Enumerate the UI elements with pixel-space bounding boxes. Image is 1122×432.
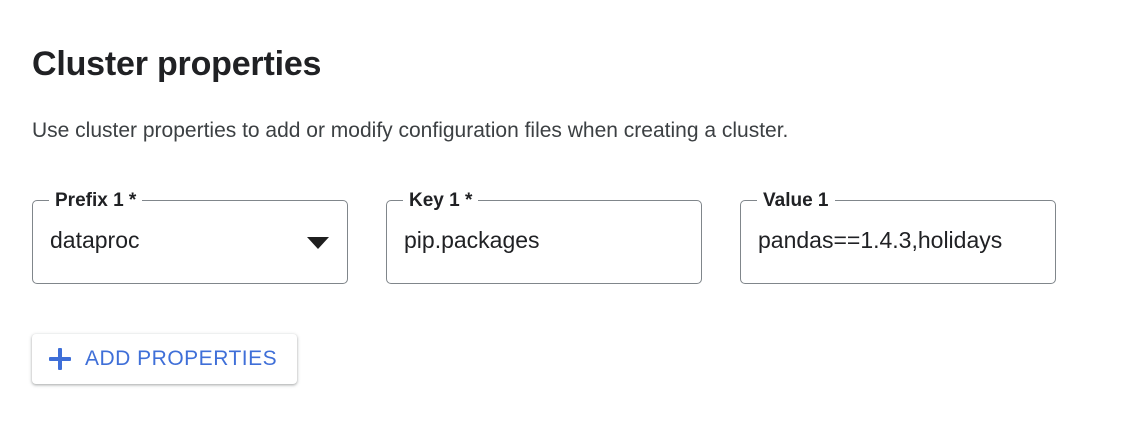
value-1-label: Value 1	[757, 190, 835, 212]
prefix-1-label: Prefix 1 *	[49, 190, 143, 212]
value-1-input[interactable]: Value 1 pandas==1.4.3,holidays	[740, 190, 1056, 284]
key-1-value: pip.packages	[404, 227, 540, 253]
add-properties-label: ADD PROPERTIES	[85, 347, 278, 370]
chevron-down-icon[interactable]	[307, 237, 329, 249]
properties-row: Prefix 1 * dataproc Key 1 * pip.packages…	[32, 190, 1056, 284]
add-properties-button[interactable]: ADD PROPERTIES	[32, 334, 298, 384]
prefix-1-select[interactable]: Prefix 1 * dataproc	[32, 190, 348, 284]
plus-icon	[49, 348, 71, 370]
value-1-value: pandas==1.4.3,holidays	[758, 227, 1003, 253]
prefix-1-value: dataproc	[50, 227, 140, 253]
key-1-label: Key 1 *	[403, 190, 479, 212]
key-1-input[interactable]: Key 1 * pip.packages	[386, 190, 702, 284]
page-title: Cluster properties	[32, 44, 322, 83]
page-description: Use cluster properties to add or modify …	[32, 119, 789, 142]
